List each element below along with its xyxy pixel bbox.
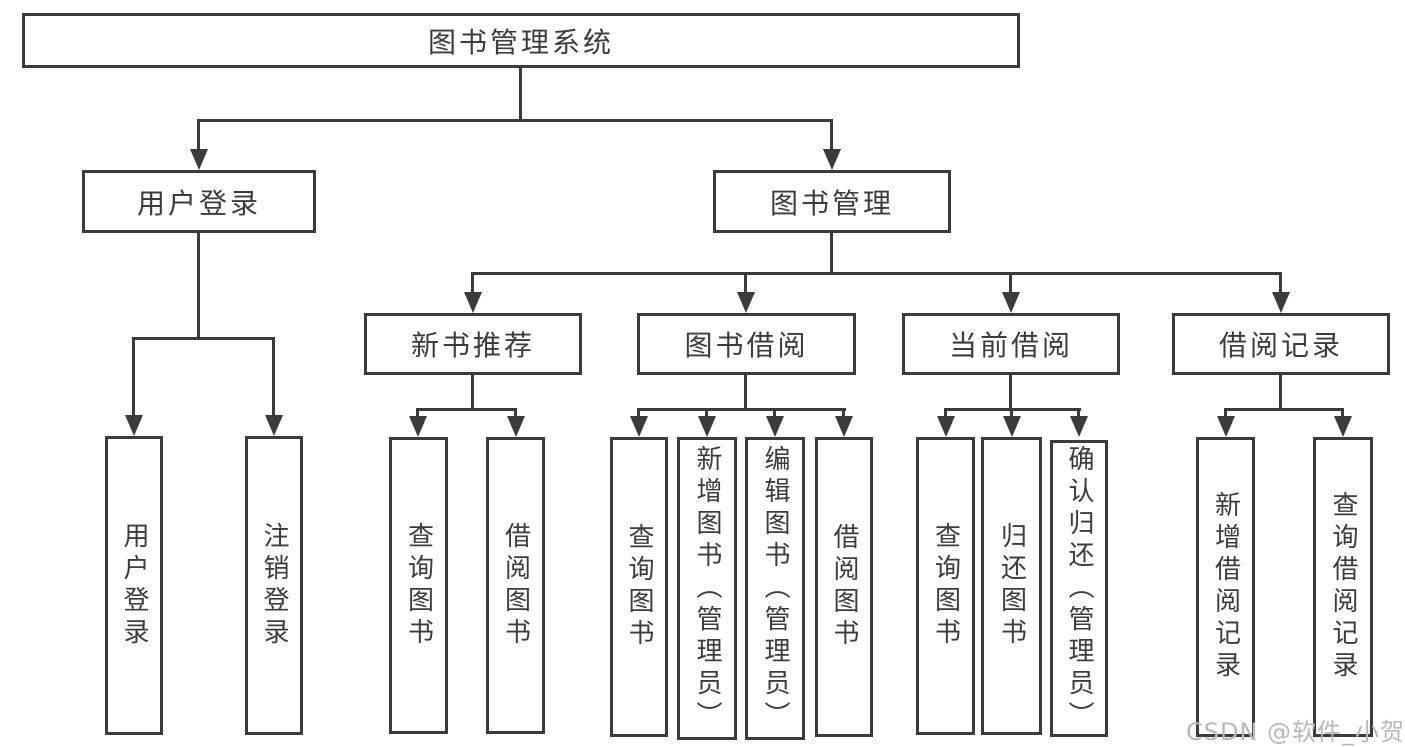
connector-line [416,408,517,411]
leaf-query-books-3: 查询图书 [916,437,975,735]
connector-line [197,119,200,150]
connector-line [1279,272,1282,293]
leaf-query-books-1: 查询图书 [389,437,448,734]
connector-line [471,272,1282,275]
node-borrow-records: 借阅记录 [1172,313,1390,375]
connector-line [744,375,747,408]
arrowhead-icon [766,416,784,437]
arrowhead-icon [737,292,755,313]
leaf-borrow-books-1: 借阅图书 [486,437,545,734]
connector-line [416,408,419,417]
arrowhead-icon [464,292,482,313]
connector-line [197,233,200,337]
arrowhead-icon [1334,416,1352,437]
arrowhead-icon [630,416,648,437]
leaf-query-borrow-record: 查询借阅记录 [1313,437,1373,737]
arrowhead-icon [1272,292,1290,313]
node-root: 图书管理系统 [22,13,1020,68]
leaf-return-book: 归还图书 [981,437,1042,735]
watermark: CSDN @软件_小贺同学 [1186,718,1405,746]
leaf-borrow-books-1-label: 借阅图书 [500,521,531,650]
leaf-query-borrow-record-label: 查询借阅记录 [1328,491,1358,683]
leaf-edit-book-admin-label: 编辑图书（管理员） [760,444,790,733]
connector-line [1341,408,1344,417]
node-new-book-recommend: 新书推荐 [364,313,582,375]
arrowhead-icon [1002,292,1020,313]
connector-line [637,408,846,411]
connector-line [637,408,640,417]
arrowhead-icon [507,416,525,437]
connector-line [197,119,833,122]
arrowhead-icon [409,416,427,437]
connector-line [1279,375,1282,408]
leaf-borrow-books-2: 借阅图书 [815,437,873,737]
leaf-confirm-return-admin-label: 确认归还（管理员） [1064,444,1094,733]
leaf-query-books-2: 查询图书 [610,437,668,737]
connector-line [132,337,275,340]
leaf-add-book-admin: 新增图书（管理员） [677,437,737,740]
leaf-edit-book-admin: 编辑图书（管理员） [745,437,805,740]
arrowhead-icon [835,416,853,437]
connector-line [471,272,474,293]
leaf-borrow-books-2-label: 借阅图书 [829,523,859,651]
connector-line [514,408,517,417]
node-current-borrow: 当前借阅 [902,313,1120,375]
leaf-user-login: 用户登录 [105,436,163,735]
connector-line [519,68,522,119]
arrowhead-icon [1070,416,1088,437]
connector-line [1077,408,1080,417]
leaf-logout-label: 注销登录 [259,521,289,650]
arrowhead-icon [823,149,841,170]
arrowhead-icon [1217,416,1235,437]
arrowhead-icon [1003,416,1021,437]
leaf-add-borrow-record: 新增借阅记录 [1196,437,1255,737]
leaf-logout: 注销登录 [245,436,303,735]
leaf-query-books-3-label: 查询图书 [930,522,961,650]
connector-line [132,337,135,416]
connector-line [773,408,776,417]
connector-line [1009,272,1012,293]
leaf-add-book-admin-label: 新增图书（管理员） [692,444,722,733]
connector-line [744,272,747,293]
connector-line [1224,408,1227,417]
leaf-query-books-2-label: 查询图书 [624,523,654,651]
leaf-return-book-label: 归还图书 [996,522,1027,650]
arrowhead-icon [125,415,143,436]
leaf-query-books-1-label: 查询图书 [403,521,434,650]
connector-line [471,375,474,408]
arrowhead-icon [698,416,716,437]
node-user-login: 用户登录 [82,170,316,233]
arrowhead-icon [265,415,283,436]
leaf-add-borrow-record-label: 新增借阅记录 [1210,491,1241,683]
leaf-user-login-label: 用户登录 [119,521,149,650]
arrowhead-icon [190,149,208,170]
connector-line [272,337,275,416]
connector-line [830,119,833,150]
connector-line [1009,375,1012,408]
connector-line [830,233,833,272]
leaf-confirm-return-admin: 确认归还（管理员） [1050,440,1108,737]
connector-line [1224,408,1344,411]
node-book-management: 图书管理 [713,170,951,233]
node-book-borrow: 图书借阅 [637,313,856,375]
connector-line [842,408,845,417]
connector-line [705,408,708,417]
arrowhead-icon [937,416,955,437]
connector-line [1010,408,1013,417]
connector-line [944,408,947,417]
